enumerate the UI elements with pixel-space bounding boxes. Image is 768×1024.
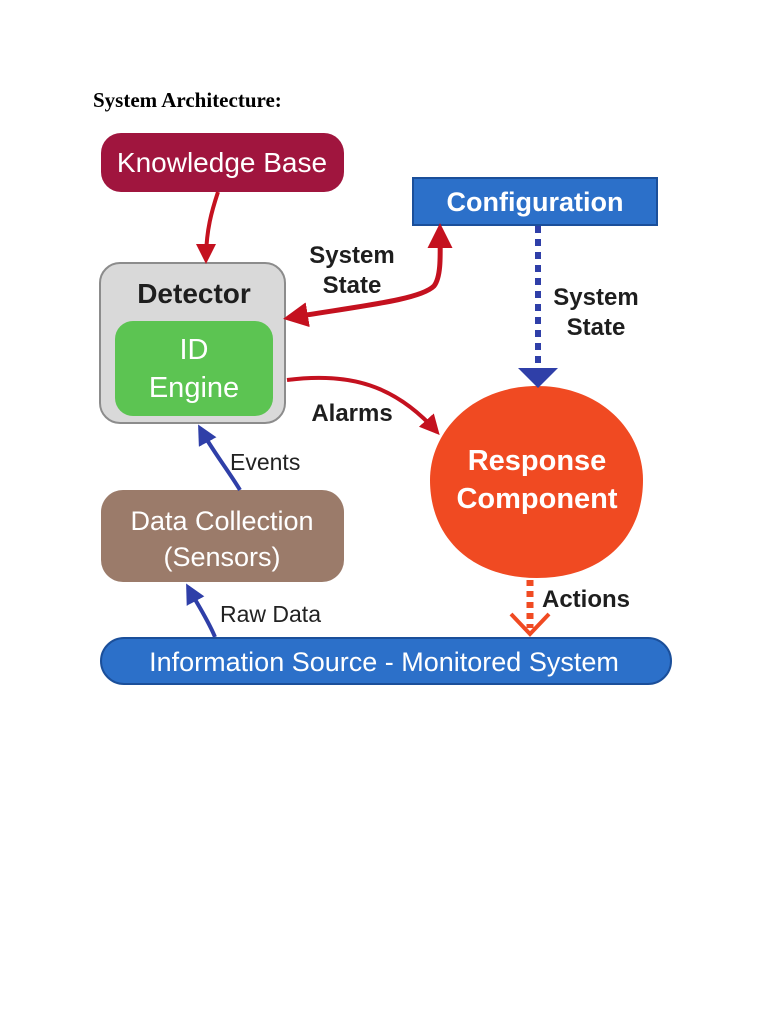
system-state-left-line1: System bbox=[309, 242, 394, 269]
knowledge-base-box bbox=[101, 133, 344, 192]
detector-configuration-arrow bbox=[283, 223, 453, 328]
information-source-node: Information Source - Monitored System bbox=[100, 637, 672, 685]
events-arrow bbox=[198, 424, 242, 492]
detector-label: Detector bbox=[137, 278, 251, 309]
raw-data-arrow bbox=[186, 583, 217, 638]
response-component-label-line1: Response bbox=[468, 445, 607, 477]
information-source-label: Information Source - Monitored System bbox=[149, 647, 619, 677]
page-heading: System Architecture: bbox=[93, 88, 282, 112]
configuration-response-arrowhead bbox=[518, 368, 558, 388]
actions-arrowhead bbox=[509, 612, 551, 637]
detector-node: Detector ID Engine bbox=[99, 262, 286, 424]
configuration-node: Configuration bbox=[412, 177, 658, 226]
response-component-node: Response Component bbox=[430, 386, 643, 578]
events-label: Events bbox=[230, 449, 300, 475]
system-state-right-line2: State bbox=[567, 314, 626, 341]
information-source-box bbox=[100, 637, 672, 685]
raw-data-label: Raw Data bbox=[220, 601, 321, 627]
response-component-label-line2: Component bbox=[456, 483, 617, 515]
id-engine-label-line1: ID bbox=[180, 334, 209, 366]
configuration-box bbox=[412, 177, 658, 226]
data-collection-label-line2: (Sensors) bbox=[163, 542, 280, 572]
knowledge-base-label: Knowledge Base bbox=[117, 147, 327, 178]
id-engine-label-line2: Engine bbox=[149, 372, 239, 404]
actions-label: Actions bbox=[542, 586, 630, 613]
knowledge-base-node: Knowledge Base bbox=[101, 133, 344, 192]
id-engine-box bbox=[115, 321, 273, 416]
response-component-shape bbox=[430, 386, 643, 578]
kb-to-detector-arrow bbox=[196, 191, 220, 264]
alarms-arrow bbox=[286, 375, 440, 435]
data-collection-label-line1: Data Collection bbox=[130, 506, 313, 536]
data-collection-node: Data Collection (Sensors) bbox=[101, 490, 344, 582]
system-state-right-line1: System bbox=[553, 284, 638, 311]
data-collection-box bbox=[101, 490, 344, 582]
system-state-left-line2: State bbox=[323, 272, 382, 299]
alarms-label: Alarms bbox=[311, 400, 392, 427]
configuration-label: Configuration bbox=[447, 187, 624, 217]
